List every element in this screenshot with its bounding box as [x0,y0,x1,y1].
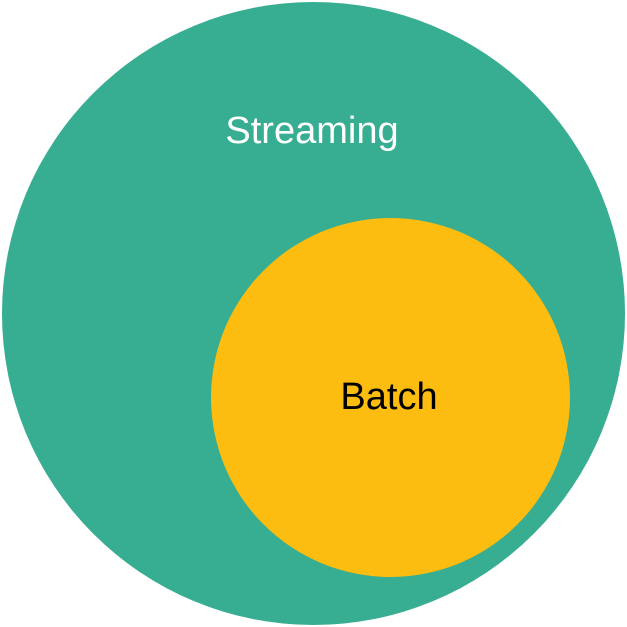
batch-circle [211,218,570,577]
streaming-label: Streaming [225,110,399,152]
batch-label: Batch [340,376,438,418]
